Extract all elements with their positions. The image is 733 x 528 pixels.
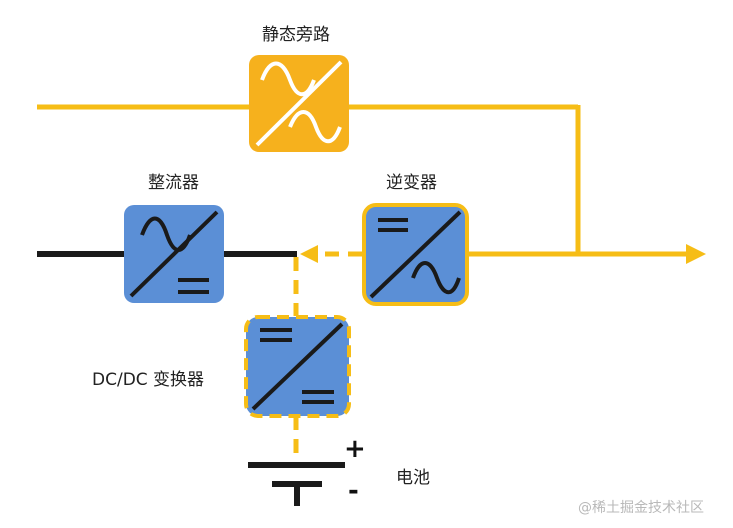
static-bypass-label: 静态旁路 [262,25,330,45]
ac-sine-icon [288,110,342,144]
battery-negative-sign: - [348,476,359,506]
rectifier-label: 整流器 [148,173,199,193]
ac-sine-icon [260,61,316,97]
dc-link-arrow-head [300,245,318,263]
diagonal-icon [129,210,219,298]
output-arrow-head [686,244,706,264]
inverter-box [362,203,469,306]
inverter-label: 逆变器 [386,173,437,193]
battery-label: 电池 [396,468,430,488]
static-bypass-box [249,55,349,152]
dcdc-converter-box [244,315,351,418]
battery-positive-sign: + [344,434,366,464]
dcdc-converter-label: DC/DC 变换器 [92,370,205,390]
ac-sine-icon [140,216,192,252]
diagonal-icon [255,60,343,147]
diagonal-icon [251,322,344,411]
rectifier-box [124,205,224,303]
battery-symbol [248,462,345,506]
ac-sine-icon [411,261,461,295]
watermark: @稀土掘金技术社区 [578,500,704,516]
diagonal-icon [369,210,462,299]
